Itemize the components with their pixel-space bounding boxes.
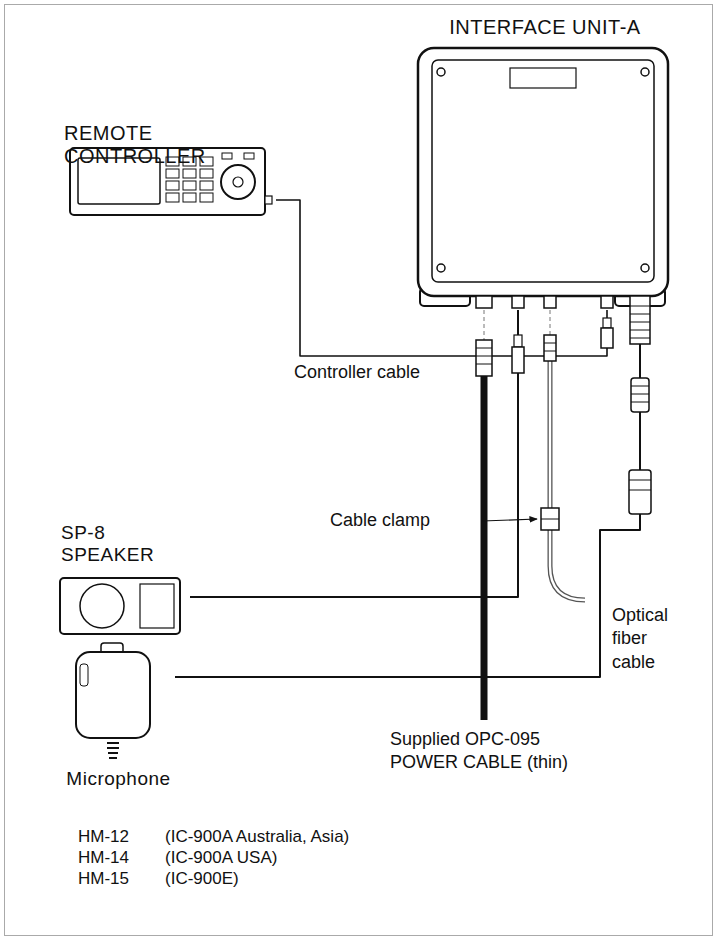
- model-number: HM-14: [78, 847, 129, 869]
- mic-connector: [629, 378, 651, 514]
- microphone: Microphone: [62, 640, 175, 792]
- model-note: (IC-900A USA): [165, 847, 277, 869]
- unit-heading: INTERFACE UNIT-A: [449, 16, 640, 39]
- cable-clamp: [541, 508, 559, 530]
- cable: [190, 310, 518, 597]
- part-label: Supplied OPC-095 POWER CABLE (thin): [390, 728, 590, 775]
- interface-unit: INTERFACE UNIT-A: [410, 10, 680, 310]
- controller-plug: [265, 196, 613, 348]
- speaker-drawing: [60, 578, 180, 634]
- part-label: Optical fiber cable: [612, 604, 686, 674]
- model-number: HM-12: [78, 826, 129, 848]
- unit-heading: SP-8 SPEAKER: [61, 522, 173, 566]
- model-note: (IC-900A Australia, Asia): [165, 826, 349, 848]
- unit-heading: REMOTE CONTROLLER: [64, 122, 274, 168]
- power-cable: [476, 310, 492, 720]
- unit-label: Microphone: [66, 768, 170, 790]
- optical-fiber-cable: [482, 310, 585, 600]
- interface-unit-drawing: [418, 48, 668, 344]
- remote-controller: REMOTE CONTROLLER: [62, 120, 276, 220]
- cable-label: Controller cable: [292, 362, 422, 383]
- frame: [5, 5, 713, 936]
- part-label: Cable clamp: [330, 509, 430, 532]
- speaker: SP-8 SPEAKER: [55, 522, 190, 636]
- speaker-plug: [512, 335, 524, 373]
- microphone-drawing: [76, 643, 150, 758]
- cable: [175, 310, 640, 677]
- model-number: HM-15: [78, 868, 129, 890]
- model-note: (IC-900E): [165, 868, 239, 890]
- leader-line: [482, 519, 537, 521]
